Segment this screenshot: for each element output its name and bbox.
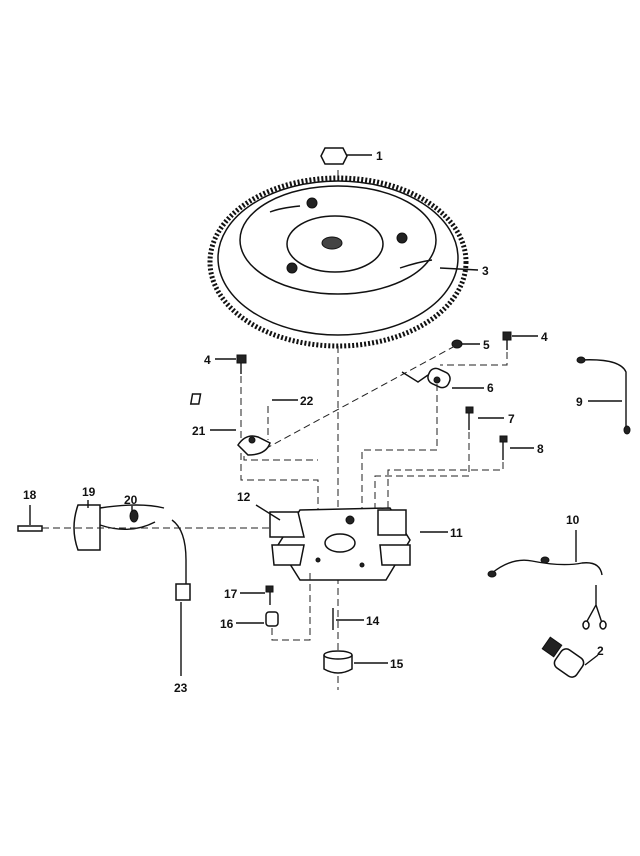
- callout-18: 18: [23, 488, 37, 502]
- ignition-coil: [73, 500, 165, 551]
- sleeve-15: [323, 650, 388, 674]
- callout-11: 11: [450, 526, 463, 540]
- cam-wiper-16: [236, 572, 311, 641]
- callout-7: 7: [508, 412, 515, 426]
- callout-4-right: 4: [541, 330, 548, 344]
- callout-19: 19: [82, 485, 96, 499]
- screw-4-left: [215, 354, 319, 510]
- clip-18: [17, 505, 43, 532]
- callout-20: 20: [124, 493, 138, 507]
- stator-plate: [255, 504, 448, 581]
- callout-10: 10: [566, 513, 580, 527]
- callout-6: 6: [487, 381, 494, 395]
- screw-4-right: [440, 331, 538, 366]
- callout-21: 21: [192, 424, 206, 438]
- callout-3: 3: [482, 264, 489, 278]
- callout-15: 15: [390, 657, 404, 671]
- callout-5: 5: [483, 338, 490, 352]
- wire-harness-10: [487, 530, 607, 630]
- spark-plug-lead-23: [171, 519, 191, 676]
- callout-23: 23: [174, 681, 188, 695]
- callout-16: 16: [220, 617, 234, 631]
- callout-9: 9: [576, 395, 583, 409]
- felt-22: [189, 393, 298, 440]
- screw-17: [240, 585, 274, 605]
- condenser: [361, 367, 484, 510]
- lead-wire-9: [576, 356, 631, 435]
- screw-7: [374, 406, 504, 520]
- callout-4-left: 4: [204, 353, 211, 367]
- breaker-points-21: [210, 429, 318, 461]
- screw-5: [251, 339, 480, 457]
- screw-8: [387, 435, 534, 540]
- key-14: [332, 608, 364, 630]
- callout-2: 2: [597, 644, 604, 658]
- callout-17: 17: [224, 587, 238, 601]
- callout-1: 1: [376, 149, 383, 163]
- switch-2: [541, 636, 599, 678]
- callout-22: 22: [300, 394, 314, 408]
- callout-14: 14: [366, 614, 380, 628]
- flywheel-nut: [320, 147, 348, 165]
- callout-8: 8: [537, 442, 544, 456]
- flywheel: [207, 175, 469, 349]
- callout-12: 12: [237, 490, 251, 504]
